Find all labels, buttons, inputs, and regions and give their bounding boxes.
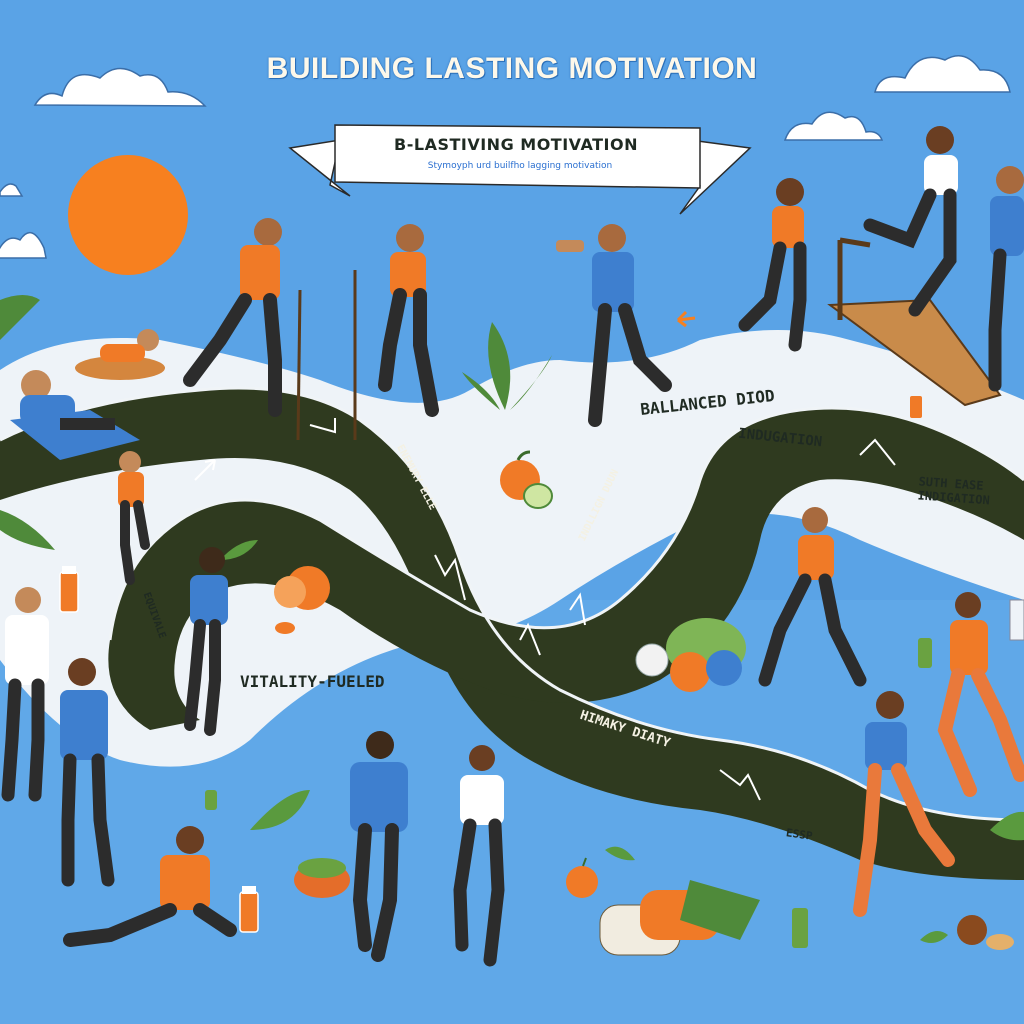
cloud-icon — [33, 67, 207, 107]
cloud-icon — [783, 111, 884, 141]
cloud-icon — [0, 183, 24, 197]
treadmill — [827, 237, 1002, 407]
fruit-icon — [294, 857, 1014, 956]
bottle-icon — [59, 396, 1024, 948]
road-label-vitality: VITALITY-FUELED — [240, 672, 385, 691]
person-standing — [453, 745, 505, 967]
person-walking — [353, 224, 439, 440]
person-standing — [350, 731, 408, 962]
banner-title: B-LASTIVING MOTIVATION — [394, 135, 638, 154]
person-running — [853, 691, 955, 917]
person-standing — [60, 658, 115, 887]
road — [108, 408, 1024, 730]
fruit-icon — [500, 450, 553, 509]
leaf-icon — [220, 540, 1024, 944]
person-running — [863, 126, 958, 317]
sun-icon — [68, 155, 188, 275]
leaf-icon — [462, 322, 552, 410]
person-resting — [10, 370, 140, 460]
road — [0, 388, 1024, 880]
person-running — [738, 178, 807, 352]
fruit-icon — [635, 618, 746, 692]
title-banner — [288, 124, 752, 215]
person-running — [988, 166, 1024, 392]
person-running — [937, 592, 1024, 797]
person-walking — [556, 224, 672, 427]
leaf-icon — [0, 295, 55, 550]
person-running — [183, 218, 302, 441]
person-stretching — [63, 790, 237, 947]
cloud-icon — [874, 55, 1011, 93]
banner-subtitle: Stymoyph urd builfho lagging motivation — [427, 161, 613, 171]
arrow-icon — [676, 310, 696, 328]
person-walking — [118, 451, 150, 585]
page-title: BUILDING LASTING MOTIVATION — [266, 52, 758, 85]
person-resting — [75, 329, 165, 380]
person-running — [758, 507, 867, 687]
person-walking — [184, 547, 228, 736]
person-standing — [1, 587, 49, 802]
fruit-icon — [274, 566, 330, 634]
arrow-icon — [194, 418, 896, 801]
cloud-icon — [0, 231, 47, 259]
